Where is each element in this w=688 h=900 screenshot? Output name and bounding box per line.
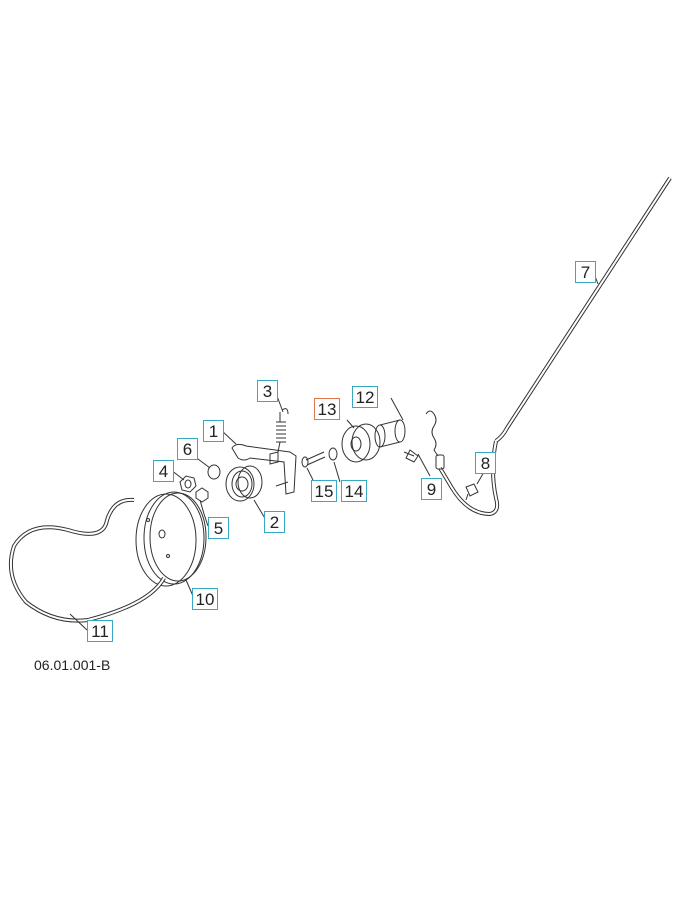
callout-4[interactable]: 4: [153, 460, 174, 482]
callout-3[interactable]: 3: [257, 380, 278, 402]
part-5-bolt: [195, 487, 209, 515]
part-11-v-belt: [9, 497, 166, 623]
callout-6[interactable]: 6: [177, 438, 198, 460]
part-13-idler-pulley: [341, 423, 381, 463]
part-2-pulley: [225, 465, 263, 502]
part-9-fitting: [403, 410, 445, 470]
diagram-reference-code: 06.01.001-B: [34, 657, 111, 673]
part-15-bolt: [301, 451, 326, 468]
callout-8[interactable]: 8: [475, 452, 496, 474]
callout-1[interactable]: 1: [203, 420, 224, 442]
leader-lines: [69, 275, 599, 631]
callout-11[interactable]: 11: [87, 620, 113, 642]
callout-2[interactable]: 2: [264, 511, 285, 533]
callout-14[interactable]: 14: [341, 480, 367, 502]
part-1-idler-arm: [231, 443, 297, 495]
part-8-cable-clip: [465, 483, 479, 501]
part-10-large-pulley: [135, 491, 207, 587]
callout-10[interactable]: 10: [192, 588, 218, 610]
part-14-washer: [328, 447, 338, 461]
callout-15[interactable]: 15: [311, 480, 337, 502]
callout-9[interactable]: 9: [421, 478, 442, 500]
part-12-sleeve: [374, 419, 406, 448]
part-3-spring: [276, 408, 289, 453]
callout-13[interactable]: 13: [314, 398, 340, 420]
callout-7[interactable]: 7: [575, 261, 596, 283]
part-6-washer: [207, 464, 221, 480]
callout-5[interactable]: 5: [208, 517, 229, 539]
part-4-nut: [179, 475, 197, 493]
callout-12[interactable]: 12: [352, 386, 378, 408]
